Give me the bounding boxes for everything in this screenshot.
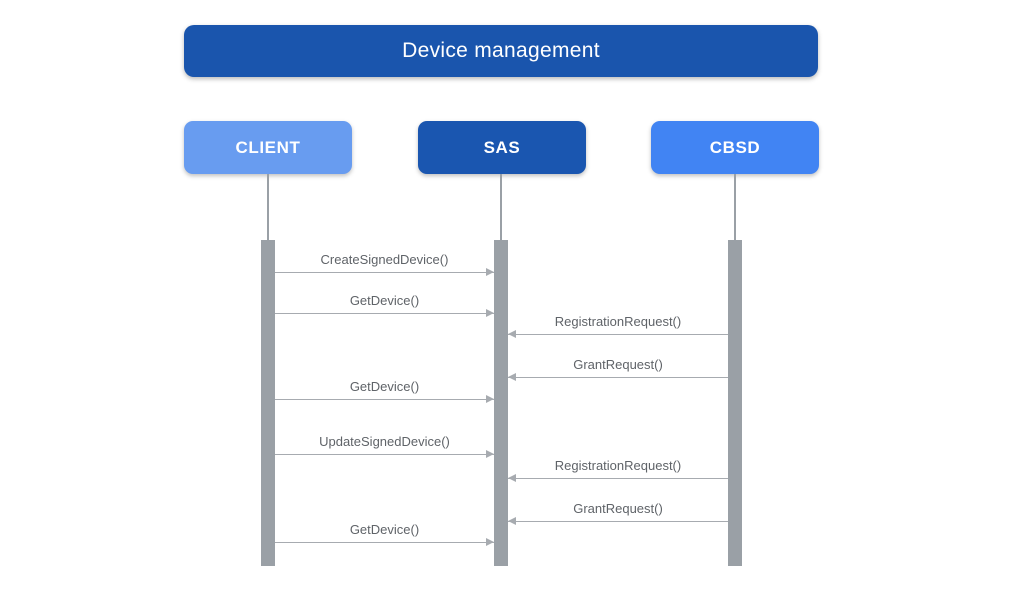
message-label: RegistrationRequest() <box>554 458 682 473</box>
message-grant-request-2: GrantRequest() <box>508 501 728 525</box>
actor-cbsd-label: CBSD <box>709 137 761 157</box>
message-registration-request-1: RegistrationRequest() <box>508 314 728 338</box>
message-arrow-left-icon <box>508 373 728 381</box>
message-label: GetDevice() <box>349 293 420 308</box>
message-arrow-right-icon <box>275 268 494 276</box>
message-arrow-right-icon <box>275 538 494 546</box>
activation-bar-cbsd <box>728 240 742 566</box>
message-label: GetDevice() <box>349 522 420 537</box>
message-label: GrantRequest() <box>573 357 663 372</box>
lifeline-cbsd <box>734 174 736 240</box>
message-label: RegistrationRequest() <box>554 314 682 329</box>
lifeline-sas <box>500 174 502 240</box>
actor-client-label: CLIENT <box>235 137 301 157</box>
message-update-signed-device: UpdateSignedDevice() <box>275 434 494 458</box>
message-create-signed-device: CreateSignedDevice() <box>275 252 494 276</box>
message-label: GetDevice() <box>349 379 420 394</box>
message-label: CreateSignedDevice() <box>320 252 449 267</box>
message-arrow-right-icon <box>275 395 494 403</box>
message-label: GrantRequest() <box>573 501 663 516</box>
message-get-device-3: GetDevice() <box>275 522 494 546</box>
message-arrow-left-icon <box>508 330 728 338</box>
activation-bar-sas <box>494 240 508 566</box>
diagram-title-banner: Device management <box>184 25 818 77</box>
activation-bar-client <box>261 240 275 566</box>
message-get-device-1: GetDevice() <box>275 293 494 317</box>
message-get-device-2: GetDevice() <box>275 379 494 403</box>
message-arrow-right-icon <box>275 450 494 458</box>
actor-sas: SAS <box>418 121 586 174</box>
message-grant-request-1: GrantRequest() <box>508 357 728 381</box>
message-label: UpdateSignedDevice() <box>319 434 450 449</box>
actor-client: CLIENT <box>184 121 352 174</box>
actor-sas-label: SAS <box>483 137 521 157</box>
diagram-title: Device management <box>402 39 600 62</box>
message-arrow-left-icon <box>508 517 728 525</box>
message-arrow-right-icon <box>275 309 494 317</box>
actor-cbsd: CBSD <box>651 121 819 174</box>
lifeline-client <box>267 174 269 240</box>
message-registration-request-2: RegistrationRequest() <box>508 458 728 482</box>
message-arrow-left-icon <box>508 474 728 482</box>
